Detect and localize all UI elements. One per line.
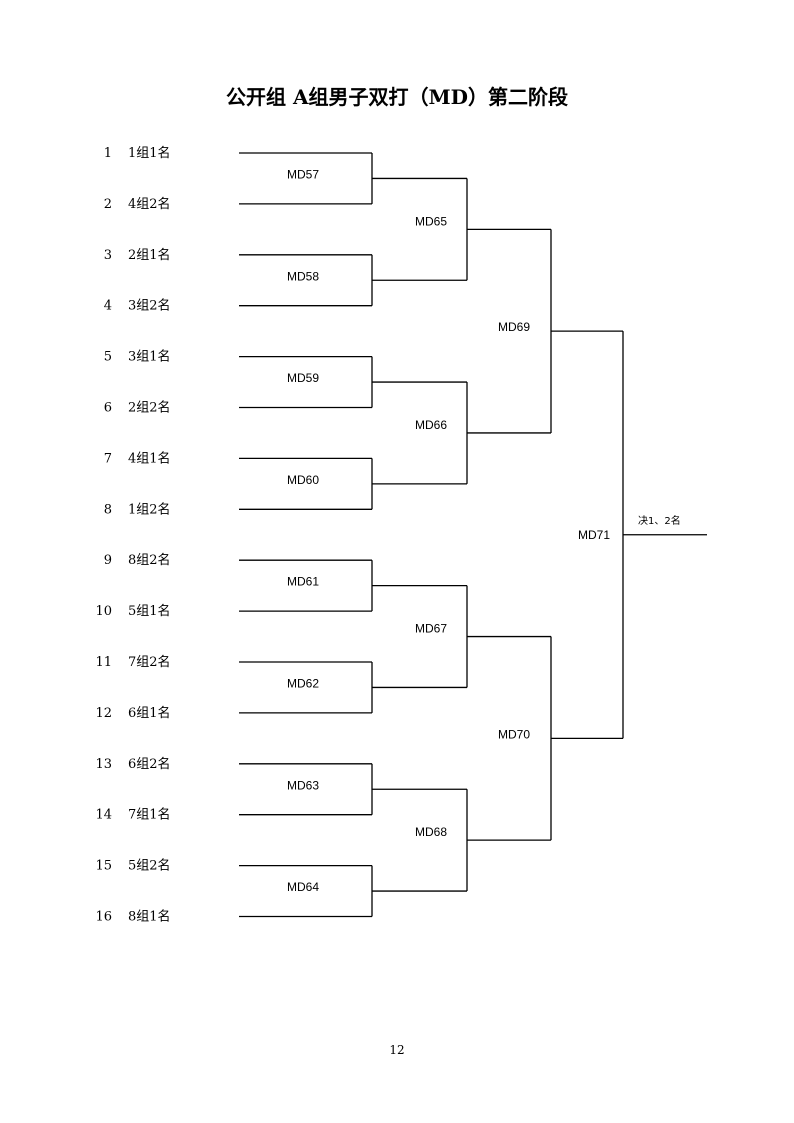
seed-label: 2组2名: [128, 400, 171, 416]
seed-label: 7组2名: [128, 654, 171, 670]
match-label-round1: MD57: [287, 167, 319, 181]
match-label-round1: MD60: [287, 473, 319, 487]
seed-number: 8: [104, 502, 112, 517]
match-label-round1: MD61: [287, 575, 319, 589]
seed-number: 5: [104, 350, 112, 365]
seed-number: 11: [95, 655, 112, 670]
seed-number: 2: [104, 197, 112, 212]
seed-number: 12: [95, 706, 112, 721]
match-label-round2: MD67: [415, 622, 447, 636]
seed-label: 7组1名: [128, 807, 171, 823]
page-title: 公开组 A组男子双打（MD）第二阶段: [226, 85, 568, 109]
seed-label: 1组1名: [128, 145, 171, 161]
seed-number: 3: [104, 248, 112, 263]
seed-label: 3组2名: [128, 298, 171, 314]
seed-label: 5组1名: [128, 603, 171, 619]
match-label-round1: MD64: [287, 880, 319, 894]
seed-number: 4: [104, 299, 112, 314]
seed-number: 6: [104, 401, 112, 416]
seed-label: 6组1名: [128, 705, 171, 721]
seed-label: 8组1名: [128, 909, 171, 925]
seed-number: 13: [95, 757, 112, 772]
seed-number: 14: [95, 808, 112, 823]
match-label-round3: MD70: [498, 727, 530, 741]
page-number: 12: [389, 1043, 404, 1057]
match-label-final: MD71: [578, 528, 610, 542]
seed-number: 15: [95, 859, 112, 874]
final-note: 决1、2名: [638, 514, 681, 527]
seed-number: 7: [104, 451, 112, 466]
match-label-round3: MD69: [498, 320, 530, 334]
seed-label: 2组1名: [128, 247, 171, 263]
match-label-round1: MD58: [287, 269, 319, 283]
seed-number: 10: [95, 604, 112, 619]
seed-number: 1: [104, 146, 112, 161]
seed-number: 16: [95, 910, 112, 925]
seed-label: 3组1名: [128, 349, 171, 365]
match-label-round2: MD68: [415, 825, 447, 839]
seed-label: 5组2名: [128, 858, 171, 874]
seed-list: 1 1组1名 2 4组2名 3 2组1名 4 3组2名 5 3组1名 6 2组2名 7 4组1名 8 1组2名…: [95, 145, 170, 925]
match-label-round2: MD65: [415, 214, 447, 228]
match-label-round2: MD66: [415, 418, 447, 432]
match-label-round1: MD62: [287, 676, 319, 690]
seed-label: 8组2名: [128, 552, 171, 568]
seed-label: 6组2名: [128, 756, 171, 772]
seed-label: 4组1名: [128, 450, 171, 466]
match-label-round1: MD63: [287, 778, 319, 792]
seed-label: 1组2名: [128, 501, 171, 517]
bracket-lines: [239, 152, 707, 918]
seed-label: 4组2名: [128, 196, 171, 212]
seed-number: 9: [104, 553, 112, 568]
match-label-round1: MD59: [287, 371, 319, 385]
